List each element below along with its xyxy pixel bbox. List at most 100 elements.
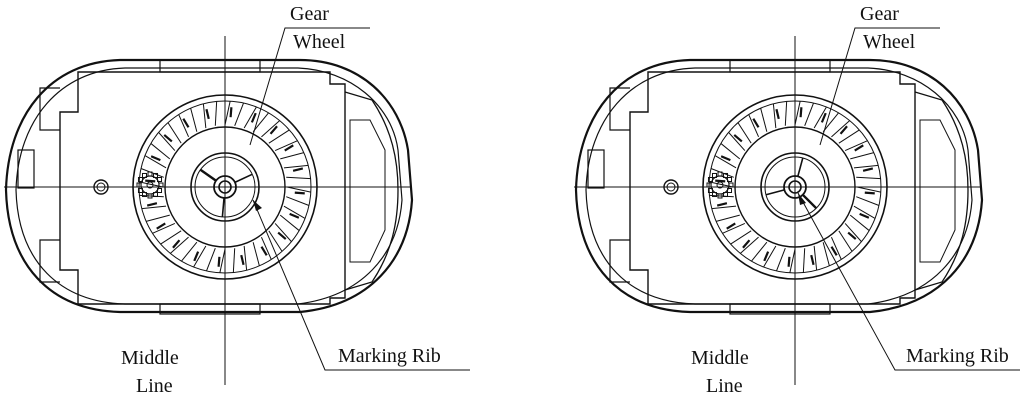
- marking-rib-leader: [252, 199, 470, 371]
- gear-spoke: [856, 186, 881, 193]
- left-tab: [587, 149, 605, 189]
- gear-label-line1: Gear: [860, 3, 899, 25]
- gear-slot: [277, 231, 287, 240]
- gear-spoke: [144, 155, 167, 169]
- gear-slot: [820, 112, 827, 123]
- gear-spoke: [214, 101, 218, 126]
- gear-slot: [294, 191, 305, 195]
- inner-body: [59, 71, 346, 305]
- gear-spoke: [802, 248, 806, 273]
- gear-spoke: [844, 223, 862, 242]
- gear-slot: [839, 125, 848, 135]
- gear-spoke: [822, 242, 830, 266]
- gear-spoke: [170, 236, 189, 254]
- small-gear-axle: [146, 181, 154, 189]
- gear-spoke: [813, 245, 818, 271]
- hub-rib: [221, 196, 225, 217]
- gear-slot: [217, 256, 221, 267]
- left-clip-top: [39, 87, 60, 131]
- gear-slot: [799, 107, 803, 118]
- gear-slot: [145, 179, 156, 183]
- gear-slot: [146, 202, 158, 207]
- gear-slot: [250, 112, 257, 123]
- gear-slot: [716, 202, 728, 207]
- gear-spoke: [280, 152, 304, 160]
- top-notch: [159, 59, 261, 73]
- gear-spoke: [716, 214, 740, 222]
- gear-spoke: [776, 248, 786, 272]
- gear-spoke: [181, 241, 198, 262]
- middle-label-line1: Middle: [121, 347, 179, 369]
- gear-wheel-leader: [249, 27, 370, 146]
- inner-body: [629, 71, 916, 305]
- gear-spoke: [141, 205, 167, 210]
- middle-label-line1: Middle: [691, 347, 749, 369]
- gear-slot: [830, 246, 838, 256]
- gear-spoke: [813, 106, 827, 129]
- gear-spoke: [202, 103, 207, 129]
- gear-spoke: [283, 205, 306, 219]
- small-gear-body: [140, 175, 160, 195]
- gear-slot: [859, 212, 870, 219]
- marking-rib-leader: [797, 192, 1020, 371]
- gear-spoke: [737, 122, 752, 144]
- left-clip-bottom: [609, 239, 630, 283]
- gear-spoke: [167, 122, 182, 144]
- gear-slot: [752, 118, 760, 128]
- gear-spoke: [844, 140, 868, 152]
- gear-spoke: [831, 120, 850, 138]
- gear-spoke: [804, 102, 814, 126]
- gear-slot: [864, 191, 875, 195]
- left-tab: [17, 149, 35, 189]
- gear-slot: [156, 222, 166, 230]
- gear-slot: [720, 155, 731, 162]
- figure-right: Gear Wheel Marking Rib Middle Line: [574, 3, 1020, 397]
- gear-spoke: [286, 186, 311, 193]
- small-gear: [706, 171, 734, 199]
- gear-slot: [742, 239, 751, 249]
- gear-spoke: [830, 236, 842, 260]
- gear-spoke: [720, 143, 741, 160]
- gear-spoke: [261, 120, 280, 138]
- gear-spoke: [760, 108, 768, 132]
- gear-spoke: [243, 106, 257, 129]
- gear-spoke: [190, 108, 198, 132]
- gear-spoke: [822, 112, 839, 133]
- small-gear: [136, 171, 164, 199]
- small-gear-body: [710, 175, 730, 195]
- figure-left: Gear Wheel Marking Rib Middle Line: [4, 3, 470, 397]
- gear-slot: [787, 256, 791, 267]
- small-gear-axle: [716, 181, 724, 189]
- housing-outline: [4, 58, 414, 314]
- gear-spoke: [150, 143, 171, 160]
- gear-spoke: [193, 245, 207, 268]
- gear-spoke: [849, 214, 870, 231]
- gear-slot: [284, 144, 294, 152]
- gear-spoke: [711, 205, 737, 210]
- gear-spoke: [722, 222, 746, 234]
- middle-label-line2: Line: [136, 375, 173, 397]
- gear-spoke: [268, 129, 290, 144]
- marking-rib-arrow: [253, 200, 262, 211]
- gear-slot: [292, 167, 304, 172]
- top-notch: [729, 59, 831, 73]
- marking-rib: [199, 168, 218, 183]
- gear-spoke: [784, 101, 788, 126]
- gear-slot: [163, 134, 173, 143]
- gear-spoke: [274, 140, 298, 152]
- marking-rib-label: Marking Rib: [338, 345, 441, 367]
- gear-spoke: [853, 164, 879, 169]
- gear-slot: [854, 144, 864, 152]
- gear-slot: [240, 254, 245, 266]
- gear-spoke: [152, 222, 176, 234]
- gear-spoke: [219, 248, 226, 273]
- gear-slot: [810, 254, 815, 266]
- gear-spoke: [146, 214, 170, 222]
- gear-spoke: [748, 114, 760, 138]
- gear-wheel-leader: [819, 27, 940, 146]
- marking-rib: [801, 193, 818, 210]
- right-compartment: [914, 91, 969, 291]
- gear-spoke: [224, 101, 231, 126]
- gear-spoke: [160, 230, 182, 245]
